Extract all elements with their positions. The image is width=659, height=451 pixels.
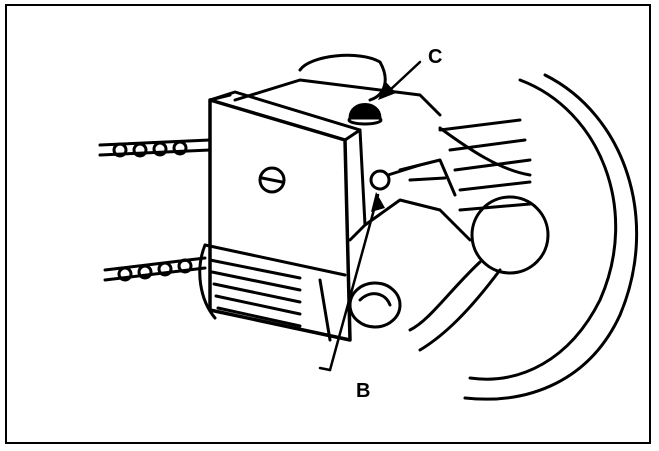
adjuster-screw-b — [369, 163, 422, 191]
callout-b-label: B — [356, 380, 370, 402]
leader-lines — [318, 60, 422, 372]
arrowhead-c — [378, 82, 396, 100]
arrowhead-b — [371, 192, 385, 212]
callout-c-label: C — [428, 46, 442, 68]
oil-cap-c — [347, 103, 383, 126]
rear-handle — [463, 73, 639, 401]
top-cover — [233, 53, 442, 117]
saw-chain — [98, 138, 212, 282]
front-bracket — [363, 158, 472, 242]
screw-head — [258, 166, 286, 194]
hose-tube — [408, 195, 550, 352]
oil-tank-housing — [198, 90, 367, 342]
cooling-fins — [438, 118, 532, 212]
hose-clamp — [348, 281, 402, 329]
